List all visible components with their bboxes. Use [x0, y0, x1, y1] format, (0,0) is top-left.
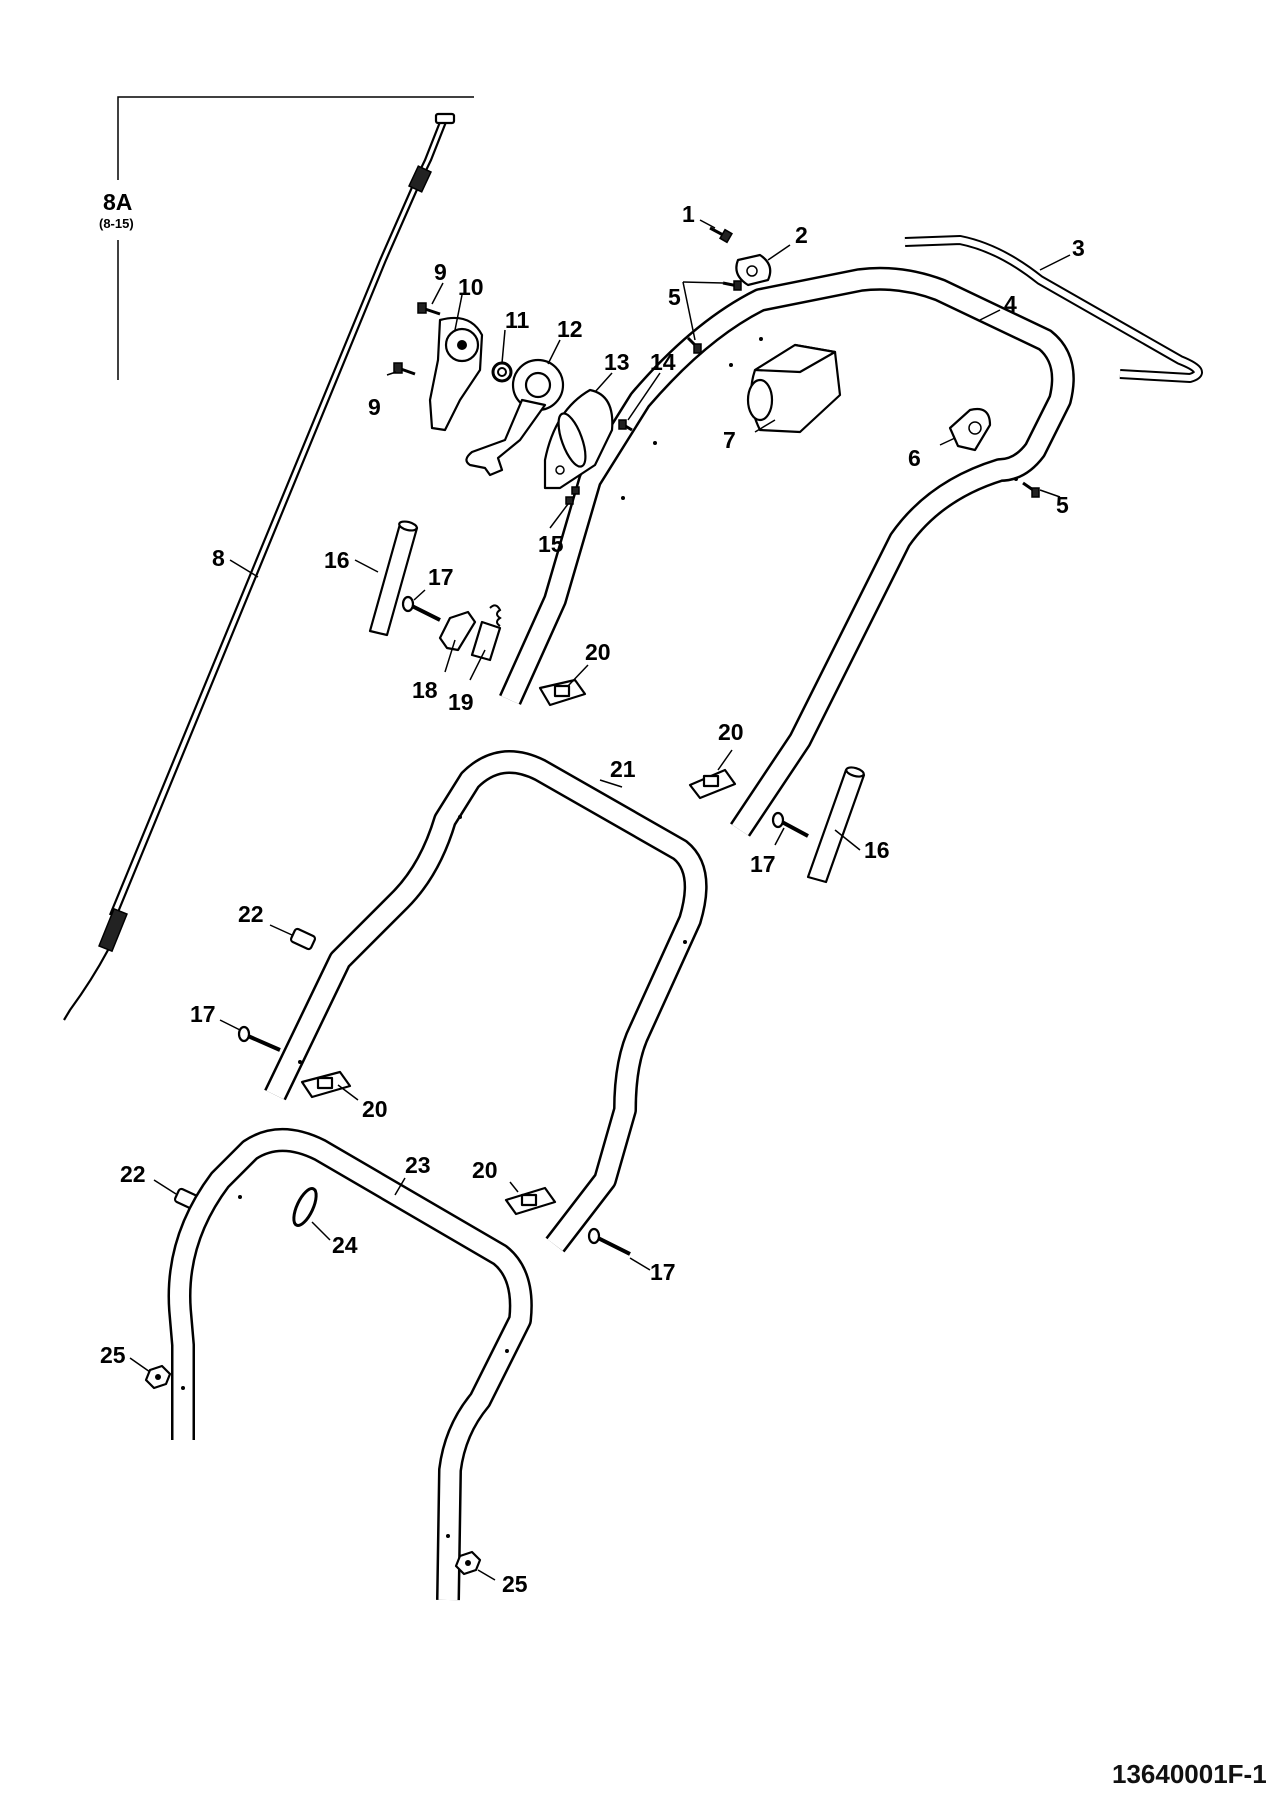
screw [393, 362, 416, 376]
callout-4: 4 [1004, 291, 1017, 317]
screw [709, 226, 733, 244]
clip [735, 253, 772, 287]
callout-19: 19 [448, 689, 474, 715]
callout-25: 25 [502, 1571, 528, 1597]
callout-25: 25 [100, 1342, 126, 1368]
lever-cover [543, 388, 614, 490]
control-bar [904, 235, 1203, 383]
callout-20: 20 [472, 1157, 498, 1183]
bolt [401, 595, 441, 622]
callout-22: 22 [120, 1161, 146, 1187]
cable-clip [292, 1187, 318, 1227]
callout-18: 18 [412, 677, 438, 703]
leader-lines [129, 219, 1071, 1581]
screw [686, 336, 702, 354]
nut [144, 1364, 172, 1390]
bolt [237, 1025, 281, 1052]
callout-23: 23 [405, 1152, 431, 1178]
callout-16: 16 [324, 547, 350, 573]
bolt [587, 1227, 631, 1256]
screw [417, 302, 441, 316]
callout-5: 5 [1056, 492, 1069, 518]
subassembly-bracket [117, 96, 474, 380]
screw [618, 419, 633, 432]
callout-6: 6 [908, 445, 921, 471]
callout-1: 1 [682, 201, 695, 227]
clamp [948, 407, 992, 452]
callout-3: 3 [1072, 235, 1085, 261]
throttle-cable [63, 112, 456, 1021]
callout-22: 22 [238, 901, 264, 927]
callout-20: 20 [718, 719, 744, 745]
callout-13: 13 [604, 349, 630, 375]
throttle-lever [465, 358, 565, 477]
callout-5: 5 [668, 284, 681, 310]
callout-2: 2 [795, 222, 808, 248]
callout-17: 17 [428, 564, 454, 590]
callout-11: 11 [505, 307, 530, 333]
control-housing [746, 343, 842, 434]
callout-17: 17 [750, 851, 776, 877]
callout-24: 24 [332, 1232, 358, 1258]
subassembly-label: 8A [103, 189, 132, 215]
bracket [438, 610, 477, 652]
wing-knob [504, 1186, 557, 1216]
sleeve [806, 766, 866, 884]
callout-14: 14 [650, 349, 676, 375]
lever-housing [428, 316, 484, 432]
wing-knob [300, 1070, 352, 1099]
callout-12: 12 [557, 316, 583, 342]
spacer [289, 927, 317, 951]
nut [454, 1550, 482, 1576]
screw [565, 486, 580, 505]
screw [1022, 481, 1040, 498]
callout-9: 9 [368, 394, 381, 420]
callout-21: 21 [610, 756, 636, 782]
callout-17: 17 [650, 1259, 676, 1285]
callout-17: 17 [190, 1001, 216, 1027]
catch [470, 604, 502, 662]
subassembly-range: (8-15) [99, 216, 134, 231]
callout-7: 7 [723, 427, 736, 453]
bolt [771, 811, 809, 838]
callout-16: 16 [864, 837, 890, 863]
callout-labels: 1 2 3 4 5 5 6 7 8 9 9 10 11 12 13 14 15 … [99, 189, 1267, 1789]
wing-knob [538, 678, 587, 707]
wing-knob [688, 768, 737, 800]
drawing-code: 13640001F-1 [1112, 1759, 1267, 1789]
screw [722, 280, 742, 291]
callout-10: 10 [458, 274, 484, 300]
callout-9: 9 [434, 259, 447, 285]
callout-20: 20 [585, 639, 611, 665]
middle-handle [264, 750, 708, 1253]
callout-20: 20 [362, 1096, 388, 1122]
upper-handle [499, 266, 1075, 837]
callout-8: 8 [212, 545, 225, 571]
callout-15: 15 [538, 531, 564, 557]
sleeve [368, 520, 419, 637]
spring [491, 361, 513, 383]
lower-handle [167, 1128, 533, 1601]
